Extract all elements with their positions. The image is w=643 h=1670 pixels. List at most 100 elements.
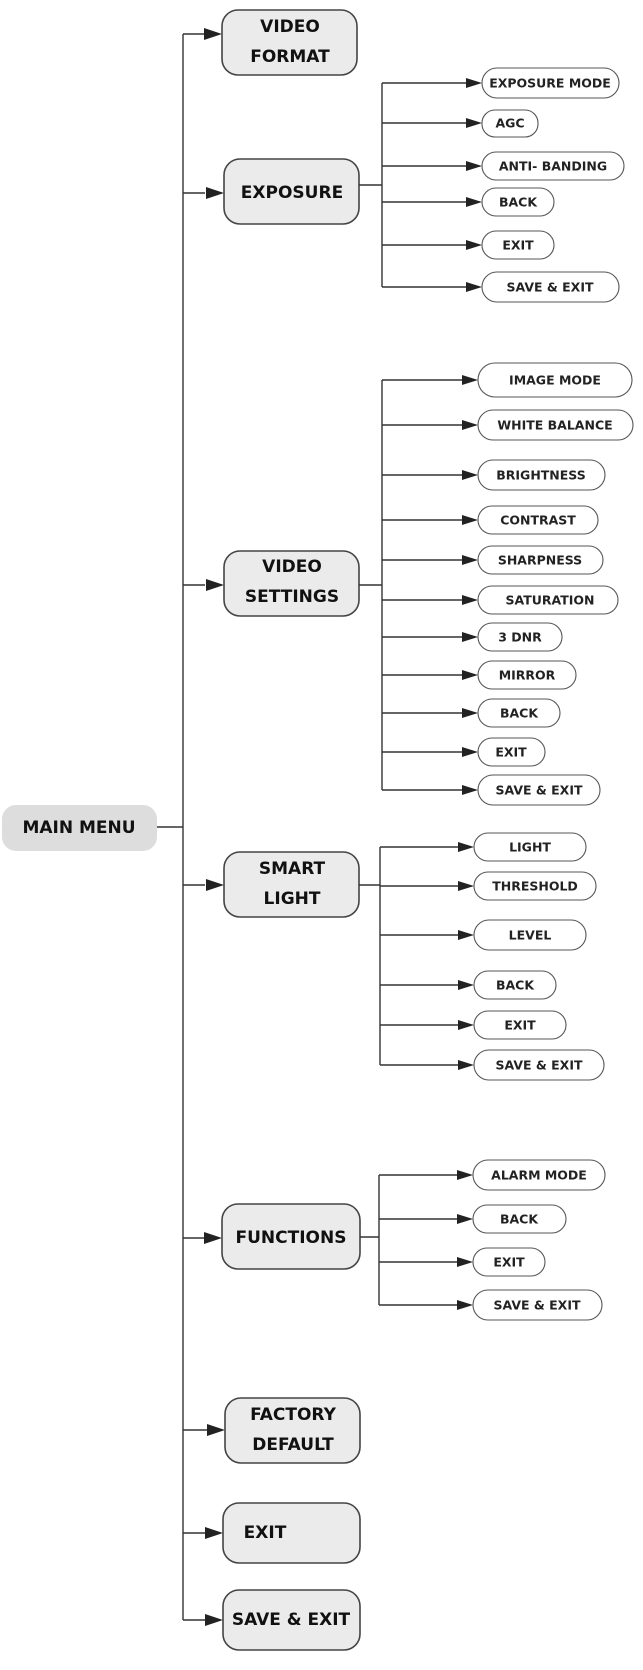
submenu-item-label: AGC — [495, 116, 524, 131]
arrow-icon — [466, 118, 482, 128]
submenu-item-box — [473, 1010, 567, 1040]
submenu-item: BACK — [379, 1204, 567, 1234]
menu-node-label-line2: LIGHT — [264, 889, 321, 909]
arrow-icon — [458, 1060, 474, 1070]
arrow-icon — [458, 930, 474, 940]
arrow-icon — [466, 78, 482, 88]
submenu-item-label: EXIT — [493, 1255, 525, 1270]
main-menu-box — [2, 805, 157, 851]
submenu-item: BACK — [382, 698, 561, 728]
submenu-item-label: BACK — [500, 706, 539, 721]
submenu-item: BACK — [380, 970, 557, 1000]
arrow-icon — [205, 1614, 223, 1626]
submenu-item-box — [472, 1247, 546, 1277]
arrow-icon — [462, 747, 478, 757]
submenu-item-box — [473, 832, 587, 862]
menu-node-box — [223, 158, 360, 225]
submenu-item: THRESHOLD — [380, 871, 597, 901]
submenu-item-label: CONTRAST — [500, 513, 576, 528]
submenu-item-label: EXPOSURE MODE — [489, 76, 611, 91]
arrow-icon — [462, 515, 478, 525]
submenu-item-box — [481, 230, 555, 260]
submenu-item-label: BACK — [496, 978, 535, 993]
submenu-item: EXIT — [382, 230, 555, 260]
menu-node-exit: EXIT — [183, 1502, 361, 1564]
submenu-item-box — [472, 1204, 567, 1234]
menu-node-video-settings: VIDEO SETTINGS — [183, 550, 360, 617]
submenu-item-label: ANTI- BANDING — [499, 159, 607, 174]
submenu-item: SAVE & EXIT — [382, 774, 601, 806]
submenu-item-label: BACK — [500, 1212, 539, 1227]
submenu-item-box — [473, 871, 597, 901]
submenu-item-box — [477, 622, 563, 652]
arrow-icon — [466, 240, 482, 250]
arrow-icon — [462, 708, 478, 718]
submenu-item: EXIT — [382, 737, 546, 767]
menu-node-box — [222, 1589, 361, 1651]
submenu-item-box — [472, 1159, 606, 1191]
submenu-item: LIGHT — [380, 832, 587, 862]
submenu-item-label: MIRROR — [499, 668, 556, 683]
arrow-icon — [206, 879, 224, 891]
submenu-item: IMAGE MODE — [382, 362, 633, 398]
menu-node-save-exit: SAVE & EXIT — [183, 1589, 361, 1651]
submenu-smart-light: LIGHT THRESHOLD LEVEL BACK EXIT — [359, 832, 605, 1081]
submenu-item-box — [477, 362, 633, 398]
submenu-item-label: LIGHT — [509, 840, 551, 855]
submenu-item: 3 DNR — [382, 622, 563, 652]
arrow-icon — [206, 579, 224, 591]
menu-node-box — [222, 1502, 361, 1564]
submenu-item: SATURATION — [382, 585, 619, 615]
submenu-item-box — [477, 545, 604, 575]
menu-node-label: EXIT — [244, 1523, 287, 1543]
submenu-item: BRIGHTNESS — [382, 459, 606, 491]
arrow-icon — [457, 1300, 473, 1310]
submenu-item-label: SAVE & EXIT — [496, 1058, 583, 1073]
menu-node-factory-default: FACTORY DEFAULT — [183, 1397, 361, 1464]
menu-node-exposure: EXPOSURE — [183, 158, 360, 225]
submenu-item: SHARPNESS — [382, 545, 604, 575]
submenu-item-label: ALARM MODE — [491, 1168, 587, 1183]
submenu-item-box — [481, 151, 625, 181]
arrow-icon — [206, 187, 224, 199]
arrow-icon — [462, 595, 478, 605]
arrow-icon — [462, 632, 478, 642]
submenu-item-box — [472, 1289, 603, 1321]
submenu-item-box — [473, 970, 557, 1000]
submenu-item-box — [473, 1049, 605, 1081]
submenu-item-label: SAVE & EXIT — [494, 1298, 581, 1313]
arrow-icon — [462, 785, 478, 795]
submenu-item: ANTI- BANDING — [382, 151, 625, 181]
submenu-item: BACK — [382, 187, 555, 217]
submenu-item: EXIT — [379, 1247, 546, 1277]
submenu-item-box — [477, 459, 606, 491]
submenu-item-box — [477, 660, 577, 690]
submenu-item: EXPOSURE MODE — [382, 67, 620, 99]
submenu-item: EXIT — [380, 1010, 567, 1040]
submenu-item: CONTRAST — [382, 505, 599, 535]
menu-node-label-line1: SMART — [259, 859, 326, 879]
menu-node-box — [223, 550, 360, 617]
submenu-item-label: WHITE BALANCE — [497, 418, 612, 433]
submenu-item-label: SHARPNESS — [498, 553, 582, 568]
arrow-icon — [466, 161, 482, 171]
submenu-item: WHITE BALANCE — [382, 409, 634, 441]
menu-node-label-line2: FORMAT — [250, 47, 330, 67]
submenu-item: LEVEL — [380, 919, 587, 951]
submenu-item: SAVE & EXIT — [380, 1049, 605, 1081]
submenu-item-box — [477, 585, 619, 615]
submenu-item-label: 3 DNR — [498, 630, 542, 645]
submenu-item-label: IMAGE MODE — [509, 373, 601, 388]
submenu-item-box — [477, 409, 634, 441]
menu-node-box — [221, 9, 358, 76]
arrow-icon — [457, 1214, 473, 1224]
arrow-icon — [466, 197, 482, 207]
submenu-item: MIRROR — [382, 660, 577, 690]
menu-node-label-line2: SETTINGS — [245, 587, 339, 607]
submenu-item-label: EXIT — [495, 745, 527, 760]
submenu-item-box — [481, 187, 555, 217]
menu-node-box — [224, 1397, 361, 1464]
menu-node-smart-light: SMART LIGHT — [183, 851, 360, 918]
arrow-icon — [457, 1257, 473, 1267]
